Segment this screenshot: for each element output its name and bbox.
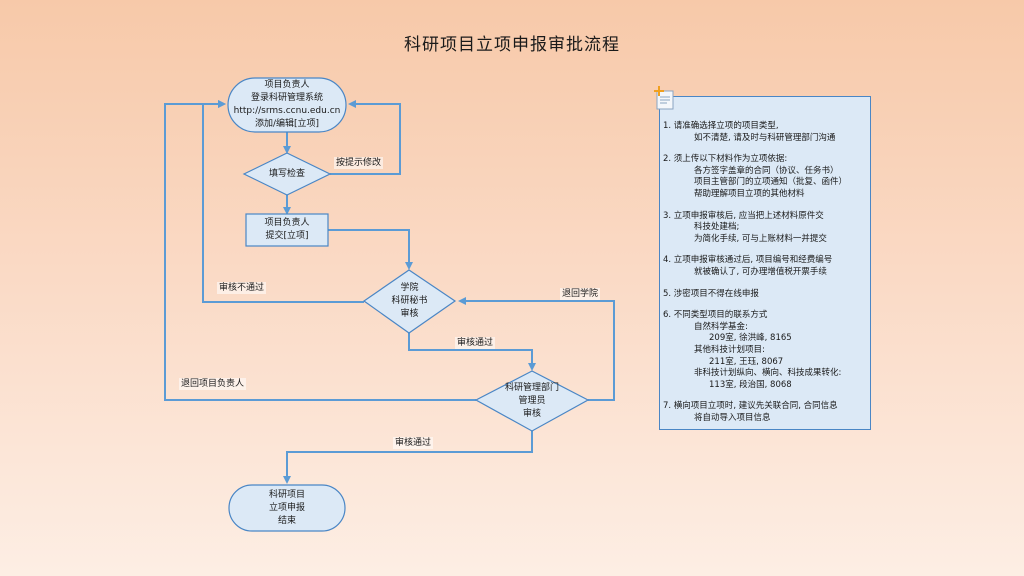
edge-label-admin-pass: 审核通过 — [393, 437, 434, 449]
connector-revise-loop — [330, 100, 401, 175]
start-node-shape — [227, 77, 347, 133]
admin-decision: 科研管理部门 管理员 审核 — [476, 371, 588, 431]
note-item: 5. 涉密项目不得在线申报 — [663, 289, 866, 301]
note-line: 自然科学基金: — [694, 321, 748, 332]
edge-label-college-reject: 审核不通过 — [217, 282, 267, 294]
submit-node-line: 项目负责人 — [264, 218, 310, 228]
college-decision: 学院 科研秘书 审核 — [364, 270, 455, 333]
edge-label-revise: 按提示修改 — [334, 157, 384, 169]
college-decision-line: 审核 — [400, 309, 419, 319]
note-line: 帮助理解项目立项的其他材料 — [694, 188, 805, 199]
note-item: 7. 横向项目立项时, 建议先关联合同, 合同信息 将自动导入项目信息 — [663, 401, 866, 424]
note-line: 113室, 段治国, 8068 — [709, 379, 792, 390]
note-line: 就被确认了, 可办理增值税开票手续 — [694, 266, 827, 277]
start-node-line: 添加/编辑[立项] — [254, 119, 320, 129]
notes-panel: 1. 请准确选择立项的项目类型, 如不清楚, 请及时与科研管理部门沟通 2. 须… — [659, 96, 871, 430]
note-line: 3. 立项申报审核后, 应当把上述材料原件交 — [663, 210, 824, 221]
note-item: 2. 须上传以下材料作为立项依据: 各方签字盖章的合同（协议、任务书） 项目主管… — [663, 154, 866, 200]
connector-college-reject — [202, 100, 364, 303]
connector-college-pass — [408, 332, 536, 371]
note-line: 将自动导入项目信息 — [694, 412, 771, 423]
note-item: 4. 立项申报审核通过后, 项目编号和经费编号 就被确认了, 可办理增值税开票手… — [663, 255, 866, 278]
submit-node-line: 提交[立项] — [265, 231, 309, 241]
check-decision: 填写检查 — [244, 153, 330, 195]
end-node: 科研项目 立项申报 结束 — [229, 485, 345, 531]
edge-label-return-college: 退回学院 — [560, 288, 601, 300]
start-node-line: 登录科研管理系统 — [250, 93, 323, 103]
note-item: 6. 不同类型项目的联系方式 自然科学基金: 209室, 徐洪峰, 8165 其… — [663, 310, 866, 391]
note-line: 科技处建档; — [694, 222, 740, 233]
note-item: 3. 立项申报审核后, 应当把上述材料原件交 科技处建档; 为简化手续, 可与上… — [663, 211, 866, 246]
note-item: 1. 请准确选择立项的项目类型, 如不清楚, 请及时与科研管理部门沟通 — [663, 121, 866, 144]
college-decision-shape — [362, 269, 457, 334]
note-line: 如不清楚, 请及时与科研管理部门沟通 — [694, 132, 836, 143]
start-node-url: http://srms.ccnu.edu.cn — [233, 106, 341, 116]
college-decision-line: 科研秘书 — [391, 296, 428, 306]
college-decision-line: 学院 — [400, 283, 419, 293]
admin-decision-line: 审核 — [522, 408, 541, 419]
start-node-line: 项目负责人 — [264, 80, 310, 90]
note-line: 项目主管部门的立项通知（批复、函件） — [694, 177, 848, 188]
note-line: 2. 须上传以下材料作为立项依据: — [663, 154, 788, 165]
note-line: 1. 请准确选择立项的项目类型, — [663, 121, 779, 131]
edge-label-college-pass: 审核通过 — [455, 337, 496, 349]
start-node: 项目负责人 登录科研管理系统 http://srms.ccnu.edu.cn 添… — [228, 78, 346, 132]
note-line: 7. 横向项目立项时, 建议先关联合同, 合同信息 — [663, 401, 838, 412]
submit-node: 项目负责人 提交[立项] — [246, 214, 328, 246]
edge-label-return-owner: 退回项目负责人 — [179, 378, 247, 390]
admin-decision-shape — [474, 370, 590, 432]
connector-admin-pass — [283, 430, 533, 484]
end-node-shape — [228, 484, 346, 532]
note-line: 4. 立项申报审核通过后, 项目编号和经费编号 — [663, 255, 833, 266]
note-icon — [654, 86, 674, 110]
connector-return-college — [458, 297, 615, 401]
connector-submit-to-college — [328, 229, 413, 270]
page-title: 科研项目立项申报审批流程 — [404, 35, 620, 55]
submit-node-shape — [245, 213, 329, 247]
end-node-line: 结束 — [277, 515, 296, 526]
connector-return-owner — [164, 100, 476, 401]
note-line: 非科技计划纵向、横向、科技成果转化: — [694, 368, 842, 379]
note-line: 211室, 王珏, 8067 — [709, 356, 784, 367]
check-decision-label: 填写检查 — [268, 168, 305, 179]
note-line: 6. 不同类型项目的联系方式 — [663, 310, 768, 321]
note-line: 为简化手续, 可与上账材料一并提交 — [694, 233, 827, 244]
admin-decision-line: 科研管理部门 — [504, 382, 559, 393]
check-decision-shape — [242, 152, 332, 196]
end-node-line: 立项申报 — [268, 502, 305, 513]
end-node-line: 科研项目 — [268, 489, 305, 500]
note-line: 5. 涉密项目不得在线申报 — [663, 288, 759, 299]
note-line: 209室, 徐洪峰, 8165 — [709, 333, 792, 344]
note-line: 各方签字盖章的合同（协议、任务书） — [694, 165, 839, 176]
note-line: 其他科技计划项目: — [694, 344, 765, 355]
admin-decision-line: 管理员 — [518, 395, 546, 406]
